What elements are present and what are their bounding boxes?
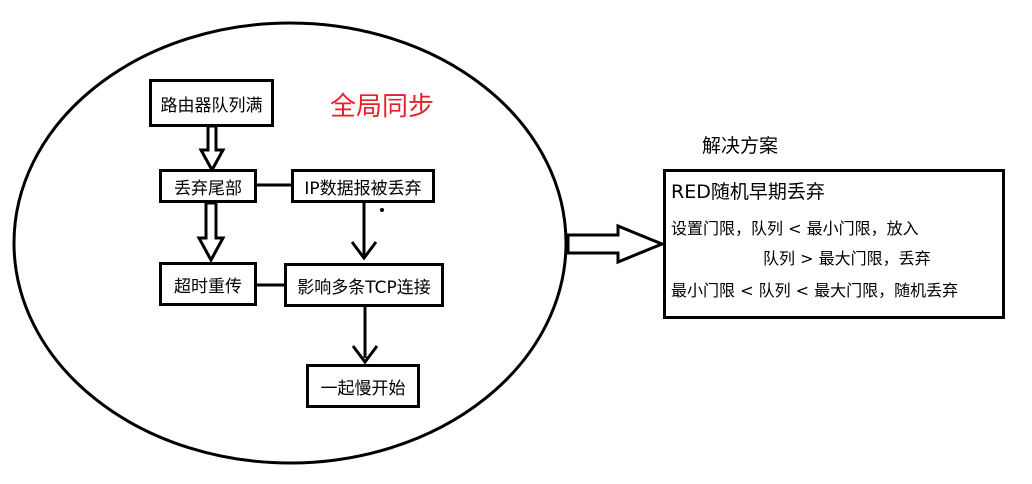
arrow-router-to-drop <box>198 124 226 174</box>
arrow-ip-to-tcp-head <box>350 241 378 261</box>
node-drop-tail: 丢弃尾部 <box>159 169 257 203</box>
arrow-tcp-to-slow-head <box>351 345 379 365</box>
global-sync-ellipse <box>12 21 568 465</box>
node-timeout-retransmit: 超时重传 <box>159 262 257 306</box>
solution-box-title: RED随机早期丢弃 <box>671 181 825 203</box>
node-slow-start-together: 一起慢开始 <box>306 364 420 408</box>
diagram-title: 全局同步 <box>330 92 435 122</box>
node-router-queue-full: 路由器队列满 <box>149 79 274 127</box>
stray-dot <box>380 208 384 212</box>
solution-box: RED随机早期丢弃 设置门限，队列 < 最小门限，放入 队列 > 最大门限，丢弃… <box>663 169 1005 319</box>
solution-rule-1: 设置门限，队列 < 最小门限，放入 <box>671 219 919 238</box>
arrow-to-solution <box>566 223 666 265</box>
node-ip-datagram-dropped: IP数据报被丢弃 <box>291 169 435 203</box>
solution-rule-2: 队列 > 最大门限，丢弃 <box>763 249 931 268</box>
node-affect-tcp-connections: 影响多条TCP连接 <box>284 263 444 307</box>
solution-rule-3: 最小门限 < 队列 < 最大门限，随机丢弃 <box>671 281 959 300</box>
arrow-drop-to-timeout <box>196 201 226 264</box>
solution-heading: 解决方案 <box>702 135 779 157</box>
